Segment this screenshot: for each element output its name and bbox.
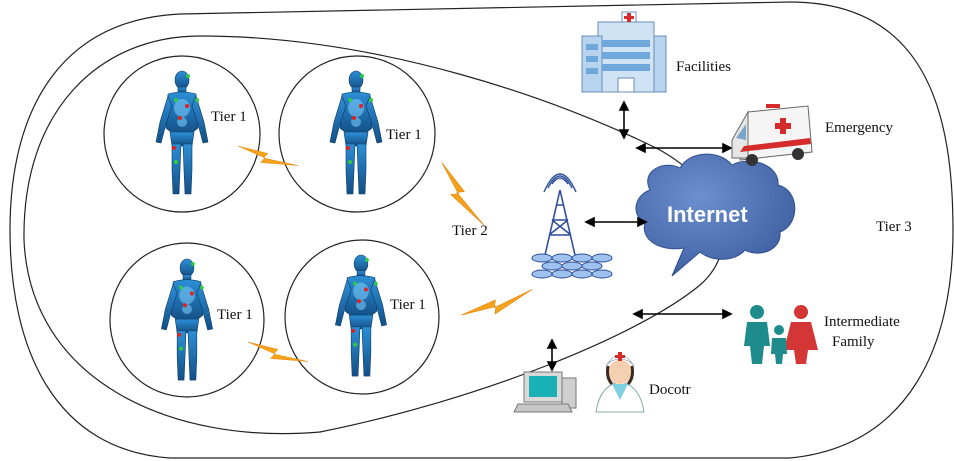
tier3-boundary (9, 1, 954, 459)
internet-label: Internet (667, 202, 748, 227)
intermediate-label: Intermediate (824, 314, 900, 330)
emergency-label: Emergency (825, 120, 894, 136)
lightning-icon (426, 161, 499, 226)
tier2-label: Tier 2 (452, 223, 488, 239)
internet-cloud-icon: Internet (635, 153, 796, 277)
tier1-label-4: Tier 1 (390, 297, 426, 313)
tier1-label-2: Tier 1 (386, 127, 422, 143)
tier1-node-4 (284, 239, 440, 395)
tier1-node-1 (103, 55, 261, 213)
tier3-label: Tier 3 (876, 219, 912, 235)
tier1-node-3 (109, 242, 265, 398)
ambulance-icon (731, 104, 813, 166)
tier1-label-3: Tier 1 (217, 307, 253, 323)
family-label: Family (832, 334, 875, 350)
cell-tower-icon (531, 173, 613, 279)
connection-arrows (546, 100, 733, 372)
facilities-label: Facilities (676, 59, 731, 75)
nurse-icon (595, 352, 645, 413)
computer-icon (513, 371, 577, 413)
lightning-icon (461, 270, 533, 334)
tier1-label-1: Tier 1 (211, 109, 247, 125)
hospital-icon (581, 11, 667, 93)
doctor-label: Docotr (649, 382, 691, 398)
family-icon (744, 305, 818, 364)
tier1-node-2 (278, 55, 436, 213)
tier2-boundary (23, 35, 724, 435)
